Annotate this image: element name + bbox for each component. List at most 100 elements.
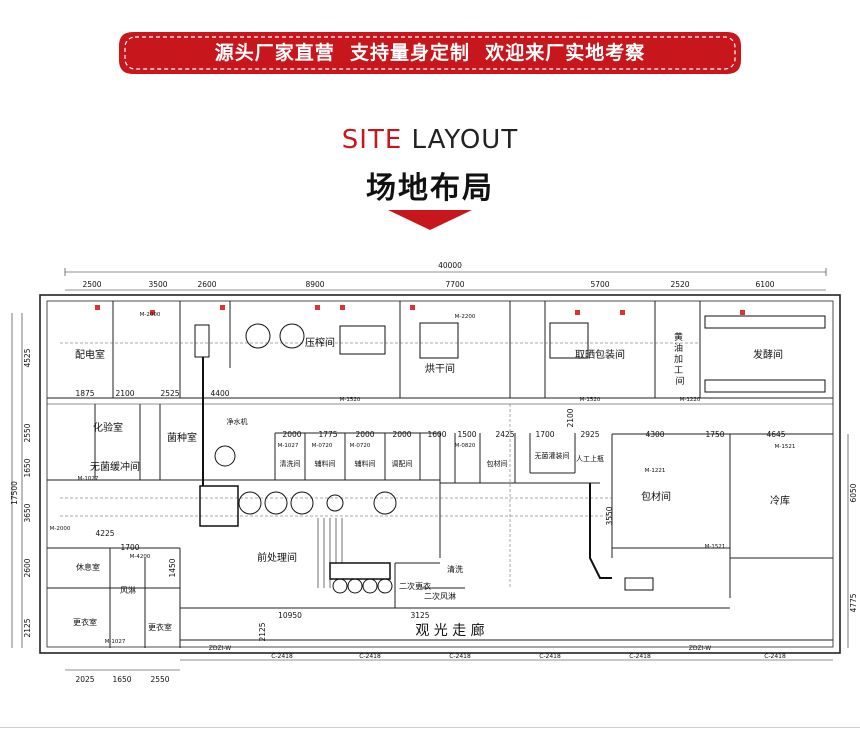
window-c5: C-2418 [629,653,651,660]
room-change2: 二次更衣 [399,581,431,591]
door-m6: M-0820 [455,443,476,449]
bottom-divider [0,727,860,728]
door-m8: M-4200 [130,554,151,560]
door-m3b: M-1520 [580,397,601,403]
window-c1: C-2418 [271,653,293,660]
room-aux2: 辅料间 [355,459,376,468]
door-m10: M-1221 [645,468,666,474]
dim-top-3: 2600 [197,280,216,289]
dim-left-5: 2600 [23,558,32,577]
door-m9: M-2000 [140,312,161,318]
corridor-label: 观 光 走 廊 [415,622,484,639]
room-oil-line: 间 [675,375,684,387]
door-m1c: M-1027 [105,639,126,645]
room-lab: 化验室 [93,421,123,434]
banner-shape [119,32,741,74]
room-buffer: 无菌缓冲间 [90,460,140,473]
room-dry: 烘干间 [425,362,455,375]
floor-plan: 40000 2500 3500 2600 8900 7700 5700 2520… [10,261,858,684]
room-pack-mat: 包材间 [641,490,671,503]
room-clean: 清洗 [447,564,463,574]
dim-mid-b9: 2925 [580,430,599,439]
dim-left-2: 2550 [23,423,32,442]
door-m4: M-1220 [680,397,701,403]
room-wind1: 风淋 [120,585,136,595]
dim-mid-a4: 4400 [210,389,229,398]
room-change-m: 更衣室 [73,617,97,627]
room-net: 净水机 [227,417,248,426]
door-m9b: M-2000 [50,526,71,532]
room-cold: 冷库 [770,494,790,507]
dim-mid-a2: 2100 [115,389,134,398]
dim-left-6: 2125 [23,618,32,637]
dim-top-1: 2500 [82,280,101,289]
dim-top-4: 8900 [305,280,324,289]
dim-low-1: 4225 [95,529,114,538]
room-pre: 前处理间 [257,551,297,564]
dim-mid-b12: 4645 [766,430,785,439]
window-c2: C-2418 [359,653,381,660]
door-m7a: M-1521 [775,444,796,450]
dim-mid-b3: 2000 [355,430,374,439]
dim-right-2: 4775 [849,593,858,612]
dim-total-width: 40000 [438,261,462,270]
dim-mid-b4: 2000 [392,430,411,439]
dim-mid-b10: 4300 [645,430,664,439]
room-oil-line: 工 [674,366,683,376]
room-wind2: 二次风淋 [424,591,456,601]
room-aux1: 辅料间 [315,459,336,468]
room-ferment: 发酵间 [753,348,783,361]
room-oil-line: 加 [674,354,683,365]
dim-mid-b1: 2000 [282,430,301,439]
room-culture: 菌种室 [167,431,197,444]
dim-mid-b11: 1750 [705,430,724,439]
dim-low-5: 2125 [258,622,267,641]
door-m2a: M-0720 [312,443,333,449]
dim-top-2: 3500 [148,280,167,289]
dim-low-3: 3125 [410,611,429,620]
room-mix: 调配间 [392,459,413,468]
room-oil: 黄 油 加 工 间 [674,331,686,387]
dim-mid-b2: 1775 [318,430,337,439]
title-en-red: SITE [341,125,403,155]
dim-bot-1: 2025 [75,675,94,684]
dim-top-5: 7700 [445,280,464,289]
dim-top-7: 2520 [670,280,689,289]
door-m7b: M-1521 [705,544,726,550]
dim-misc-3: 1450 [168,558,177,577]
door-m1b: M-1027 [78,476,99,482]
room-sterile: 无菌灌装间 [535,451,570,460]
title-en-dark: LAYOUT [411,125,519,155]
window-z2: ZDZI-W [689,645,712,652]
dim-top-8: 6100 [755,280,774,289]
room-manual: 人工上瓶 [576,454,604,463]
banner-text: 源头厂家直营 支持量身定制 欢迎来厂实地考察 [214,42,646,64]
room-press: 压榨间 [305,336,335,349]
door-m5: M-2200 [455,314,476,320]
room-rest: 休息室 [76,562,100,572]
dim-bot-2: 1650 [112,675,131,684]
dim-bot-3: 2550 [150,675,169,684]
window-c4: C-2418 [539,653,561,660]
dim-left-3: 1650 [23,458,32,477]
section-title-en: SITE LAYOUT [0,125,860,155]
room-bottle: 包材间 [487,459,508,468]
dim-mid-a1: 1875 [75,389,94,398]
room-oil-line: 黄 [674,331,683,343]
dim-total-height: 17500 [10,481,19,505]
dim-low-0: 1700 [120,543,139,552]
window-c6: C-2418 [764,653,786,660]
door-m2b: M-0720 [350,443,371,449]
room-change-f: 更衣室 [148,622,172,632]
dim-misc-2: 2100 [566,408,575,427]
dim-left-1: 4525 [23,348,32,367]
door-m1a: M-1027 [278,443,299,449]
door-m3a: M-1520 [340,397,361,403]
room-power: 配电室 [75,348,105,361]
dim-mid-b5: 1600 [427,430,446,439]
room-pack-a: 取晒包装间 [575,348,625,361]
dim-right-1: 6050 [849,483,858,502]
room-wash: 清洗间 [280,459,301,468]
window-c3: C-2418 [449,653,471,660]
dim-low-2: 10950 [278,611,302,620]
